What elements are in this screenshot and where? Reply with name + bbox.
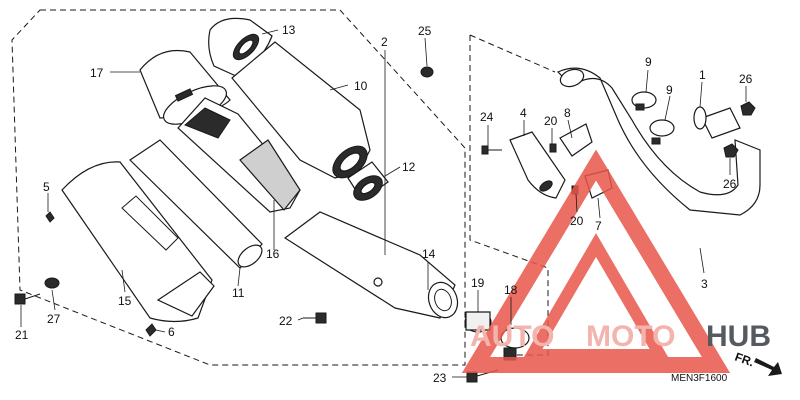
callout-9a: 9 (645, 55, 652, 69)
callout-26b: 26 (723, 177, 737, 191)
callout-2: 2 (381, 35, 388, 49)
nut-part-upper (740, 101, 756, 116)
callout-17: 17 (90, 66, 104, 80)
callout-25: 25 (418, 24, 432, 38)
callout-5: 5 (43, 180, 50, 194)
watermark-text-auto: AUTO (470, 320, 554, 353)
callout-3: 3 (701, 277, 708, 291)
bolt-22-part (303, 312, 327, 324)
callout-21: 21 (15, 328, 29, 342)
nut-part-lower (723, 143, 739, 158)
rivet-5-part (45, 211, 55, 223)
rivet-6-part (145, 323, 157, 337)
callout-12: 12 (402, 160, 416, 174)
watermark-text-moto: MOTO (586, 320, 675, 353)
callout-19: 19 (471, 276, 485, 290)
callout-23: 23 (433, 371, 447, 385)
pipe-group-outline (469, 34, 556, 356)
bolt-24-part (481, 145, 502, 155)
leader-lines (20, 29, 747, 378)
sleeve-19-part (464, 311, 492, 333)
callouts: 1 2 3 4 5 6 7 8 9 9 10 11 12 13 14 15 16… (15, 23, 753, 385)
callout-9b: 9 (666, 83, 673, 97)
callout-24: 24 (480, 110, 494, 124)
callout-4: 4 (520, 106, 527, 120)
callout-14: 14 (422, 247, 436, 261)
callout-26a: 26 (739, 72, 753, 86)
callout-6: 6 (168, 325, 175, 339)
exhaust-pipe-part (556, 67, 761, 216)
diagram-code: MEN3F1600 (671, 373, 728, 384)
watermark-text: AUTO MOTO HUB (470, 320, 771, 353)
washer-20-upper (549, 143, 557, 153)
front-arrow-icon (754, 358, 782, 376)
collar-part (347, 161, 389, 201)
baffle-core-part (177, 97, 301, 213)
clamp-part-lower (649, 119, 675, 145)
muffler-body-front-part (231, 41, 371, 179)
callout-20b: 20 (570, 214, 584, 228)
front-cap-part (208, 17, 273, 77)
bolt-21-part (14, 293, 41, 305)
callout-15: 15 (118, 294, 132, 308)
heat-guard-part (509, 131, 566, 199)
callout-1: 1 (699, 68, 706, 82)
inner-tube-part (129, 139, 263, 269)
callout-18: 18 (504, 283, 518, 297)
callout-27: 27 (47, 312, 61, 326)
callout-8: 8 (564, 106, 571, 120)
front-direction-indicator: FR. (733, 350, 782, 376)
callout-22: 22 (279, 314, 293, 328)
washer-27-part (44, 277, 60, 289)
watermark-logo (461, 149, 731, 373)
watermark-text-hub: HUB (706, 320, 771, 353)
muffler-shell-part (61, 161, 215, 323)
callout-16: 16 (266, 247, 280, 261)
bracket-part (559, 123, 593, 157)
callout-11: 11 (232, 286, 245, 300)
muffler-group-outline (11, 9, 466, 366)
callout-7: 7 (595, 219, 602, 233)
callout-13: 13 (282, 23, 296, 37)
gasket-part (693, 106, 707, 130)
callout-10: 10 (354, 79, 368, 93)
direction-label: FR. (733, 350, 756, 370)
callout-20a: 20 (544, 114, 558, 128)
tail-pipe-part (283, 211, 459, 319)
clamp-part-upper (631, 91, 657, 111)
washer-25-part (420, 66, 434, 78)
